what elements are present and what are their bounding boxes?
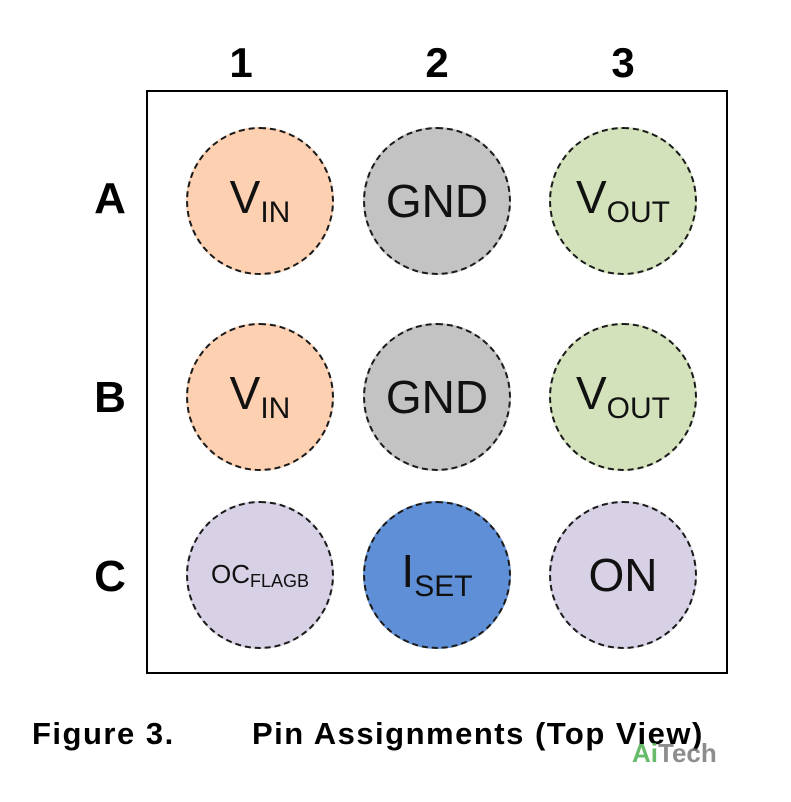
pin-name: V xyxy=(575,171,607,223)
figure-title: Pin Assignments (Top View) xyxy=(252,716,704,751)
pin-b3: VOUT xyxy=(549,323,697,471)
pin-label: VIN xyxy=(230,174,291,228)
pin-name: I xyxy=(401,545,415,597)
package-outline xyxy=(146,90,728,674)
pin-name-subscript: IN xyxy=(260,196,291,229)
watermark-logo: AiTech xyxy=(632,738,717,768)
pin-name: OC xyxy=(210,558,250,589)
column-label-2: 2 xyxy=(425,39,449,86)
pin-a3: VOUT xyxy=(549,127,697,275)
pin-c3: ON xyxy=(549,501,697,649)
pin-label: VOUT xyxy=(576,370,670,424)
pin-label: VOUT xyxy=(576,174,670,228)
watermark-part-2: Tech xyxy=(658,738,717,768)
pin-name: ON xyxy=(588,549,658,601)
pin-name-subscript: SET xyxy=(414,570,473,603)
pin-name: GND xyxy=(385,371,489,423)
watermark-part-1: Ai xyxy=(632,738,658,768)
column-label-1: 1 xyxy=(229,39,253,86)
pin-label: GND xyxy=(386,374,488,420)
pin-b1: VIN xyxy=(186,323,334,471)
pin-name-subscript: FLAGB xyxy=(249,570,310,591)
figure-number: Figure 3. xyxy=(32,716,175,751)
pin-b2: GND xyxy=(363,323,511,471)
pin-c1: OCFLAGB xyxy=(186,501,334,649)
pin-a2: GND xyxy=(363,127,511,275)
pin-label: ISET xyxy=(401,548,472,602)
pin-label: GND xyxy=(386,178,488,224)
pin-label: OCFLAGB xyxy=(211,561,309,590)
column-label-3: 3 xyxy=(611,39,635,86)
pin-label: VIN xyxy=(230,370,291,424)
pin-name-subscript: OUT xyxy=(606,392,670,425)
row-label-c: C xyxy=(94,552,126,601)
pin-c2: ISET xyxy=(363,501,511,649)
pin-a1: VIN xyxy=(186,127,334,275)
row-label-b: B xyxy=(94,373,126,422)
pin-name: V xyxy=(575,367,607,419)
row-label-a: A xyxy=(94,174,126,223)
pin-name: GND xyxy=(385,175,489,227)
pin-name: V xyxy=(229,367,261,419)
pin-name: V xyxy=(229,171,261,223)
pin-name-subscript: IN xyxy=(260,392,291,425)
pin-name-subscript: OUT xyxy=(606,196,670,229)
pin-label: ON xyxy=(589,552,658,598)
